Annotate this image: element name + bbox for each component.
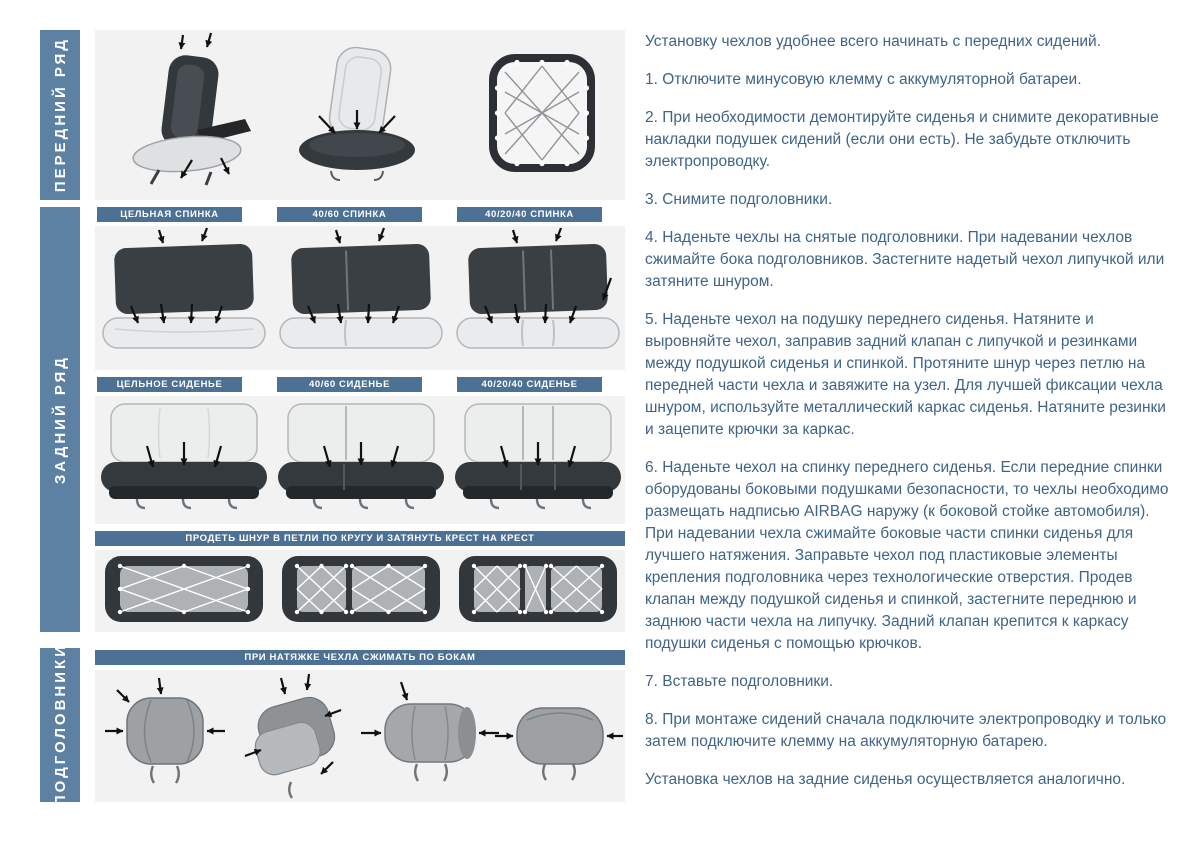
lacing-panel <box>95 550 625 632</box>
header-seat-40-60: 40/60 СИДЕНЬЕ <box>277 377 422 392</box>
front-row-panel <box>95 30 625 200</box>
rear-seat-diagrams <box>101 403 621 510</box>
instruction-step-5: 5. Наденьте чехол на подушку переднего с… <box>645 311 1166 438</box>
instructions-intro: Установку чехлов удобнее всего начинать … <box>645 33 1102 50</box>
header-back-solid: ЦЕЛЬНАЯ СПИНКА <box>97 207 242 222</box>
rear-backrest-diagrams <box>102 227 620 349</box>
headrests-label-text: ПОДГОЛОВНИКИ <box>51 643 69 807</box>
lacing-solid-diagram <box>105 556 263 622</box>
headrest-panel <box>95 670 625 802</box>
instruction-step-3: 3. Снимите подголовники. <box>645 191 833 208</box>
headrest-diagrams <box>105 673 623 799</box>
header-back-40-20-40: 40/20/40 СПИНКА <box>457 207 602 222</box>
front-seatback-cover-diagram <box>132 32 251 186</box>
header-back-40-60: 40/60 СПИНКА <box>277 207 422 222</box>
rear-seat-40-60-diagram <box>278 403 444 510</box>
rear-seat-40-20-40-diagram <box>455 403 621 510</box>
lacing-40-60-diagram <box>282 556 440 622</box>
section-label-headrests: ПОДГОЛОВНИКИ <box>40 643 80 807</box>
rear-seat-solid-diagram <box>101 403 267 510</box>
instructions-outro: Установка чехлов на задние сиденья осуще… <box>645 771 1126 788</box>
instruction-step-6: 6. Наденьте чехол на спинку переднего си… <box>645 459 1169 652</box>
rear-row-label-text: ЗАДНИЙ РЯД <box>51 354 69 485</box>
instructions-column: Установку чехлов удобнее всего начинать … <box>645 31 1169 807</box>
front-cushion-cover-diagram <box>299 46 415 181</box>
section-label-front-row: ПЕРЕДНИЙ РЯД <box>40 30 80 200</box>
headrest-cover-front-diagram <box>105 677 225 784</box>
rear-back-40-60-diagram <box>279 227 443 349</box>
section-label-rear-row: ЗАДНИЙ РЯД <box>40 207 80 632</box>
instruction-step-2: 2. При необходимости демонтируйте сидень… <box>645 109 1159 170</box>
instruction-step-4: 4. Наденьте чехлы на снятые подголовники… <box>645 229 1165 290</box>
front-row-diagrams <box>132 32 595 186</box>
rear-backrest-panel <box>95 226 625 370</box>
instruction-step-7: 7. Вставьте подголовники. <box>645 673 834 690</box>
header-seat-40-20-40: 40/20/40 СИДЕНЬЕ <box>457 377 602 392</box>
rear-seat-panel <box>95 396 625 524</box>
lacing-diagrams <box>105 556 617 622</box>
headrest-cover-pulling-diagram <box>244 673 342 799</box>
headrest-cover-barrel-diagram <box>361 681 499 782</box>
header-headrest-instruction: ПРИ НАТЯЖКЕ ЧЕХЛА СЖИМАТЬ ПО БОКАМ <box>95 650 625 665</box>
headrest-cover-rounded-diagram <box>495 707 623 781</box>
front-cushion-bottom-lacing-diagram <box>489 54 595 172</box>
front-row-label-text: ПЕРЕДНИЙ РЯД <box>51 37 69 193</box>
header-seat-solid: ЦЕЛЬНОЕ СИДЕНЬЕ <box>97 377 242 392</box>
instruction-step-8: 8. При монтаже сидений сначала подключит… <box>645 711 1167 750</box>
lacing-40-20-40-diagram <box>459 556 617 622</box>
instruction-step-1: 1. Отключите минусовую клемму с аккумуля… <box>645 71 1082 88</box>
rear-back-solid-diagram <box>102 227 266 349</box>
header-lacing-instruction: ПРОДЕТЬ ШНУР В ПЕТЛИ ПО КРУГУ И ЗАТЯНУТЬ… <box>95 531 625 546</box>
rear-back-40-20-40-diagram <box>456 227 620 349</box>
